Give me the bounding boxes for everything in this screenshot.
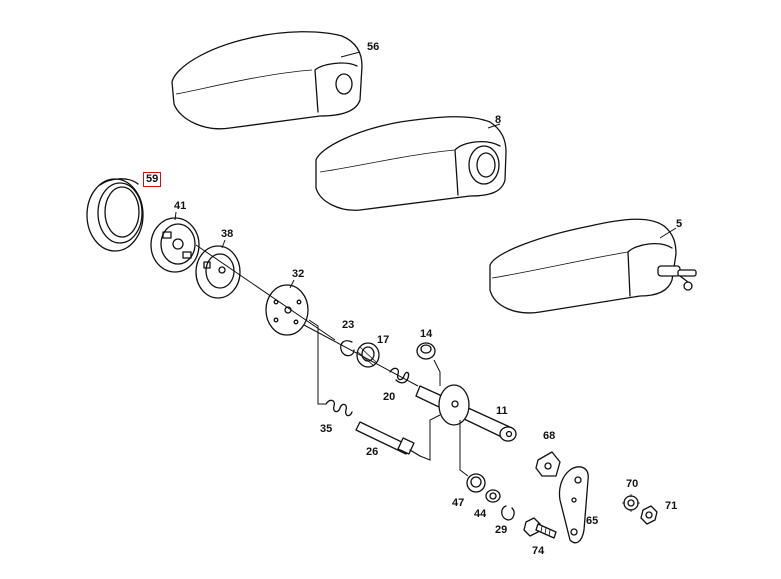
part-38-adjuster-disc[interactable]	[195, 245, 241, 299]
callout-17: 17	[377, 334, 390, 346]
callout-56: 56	[367, 41, 380, 53]
part-29-circlip[interactable]	[501, 505, 515, 521]
part-56-mirror-housing[interactable]	[171, 31, 363, 130]
callout-23: 23	[342, 319, 355, 331]
part-5-mirror-housing[interactable]	[489, 218, 697, 314]
callout-68: 68	[543, 430, 556, 442]
callout-71: 71	[665, 500, 678, 512]
part-8-mirror-housing[interactable]	[315, 116, 507, 211]
callout-47: 47	[452, 497, 465, 509]
part-71-nut[interactable]	[640, 505, 658, 525]
callout-8: 8	[495, 114, 502, 126]
part-32-bearing-plate[interactable]	[265, 284, 309, 336]
part-47-bushing[interactable]	[466, 473, 486, 493]
callout-32: 32	[292, 268, 305, 280]
callout-14: 14	[420, 328, 433, 340]
part-65-lever-bracket[interactable]	[558, 466, 589, 544]
part-74-bolt[interactable]	[523, 517, 557, 539]
part-70-star-washer[interactable]	[622, 494, 640, 512]
part-44-washer[interactable]	[485, 489, 501, 503]
callout-38: 38	[221, 228, 234, 240]
part-59-ring[interactable]	[86, 178, 144, 252]
callout-11: 11	[496, 405, 508, 417]
callout-44: 44	[474, 508, 487, 520]
callout-70: 70	[626, 478, 639, 490]
part-17-coupling-sleeve[interactable]	[356, 342, 380, 368]
callout-20: 20	[383, 391, 396, 403]
callout-65: 65	[586, 515, 599, 527]
callout-5: 5	[676, 218, 683, 230]
part-35-spring[interactable]	[325, 399, 353, 417]
callout-74: 74	[532, 545, 545, 557]
leader-lines	[174, 51, 677, 477]
part-68-clip[interactable]	[535, 451, 561, 477]
part-26-pin[interactable]	[355, 421, 421, 457]
callout-41: 41	[174, 200, 187, 212]
part-14-bushing[interactable]	[416, 342, 436, 360]
part-11-shaft[interactable]	[415, 384, 517, 442]
callout-26: 26	[366, 446, 379, 458]
part-20-spring[interactable]	[389, 367, 410, 384]
callout-29: 29	[495, 524, 508, 536]
callout-59[interactable]: 59	[143, 172, 162, 187]
part-41-motor-cup[interactable]	[150, 217, 200, 273]
part-23-circlip[interactable]	[340, 340, 355, 357]
callout-35: 35	[320, 423, 333, 435]
